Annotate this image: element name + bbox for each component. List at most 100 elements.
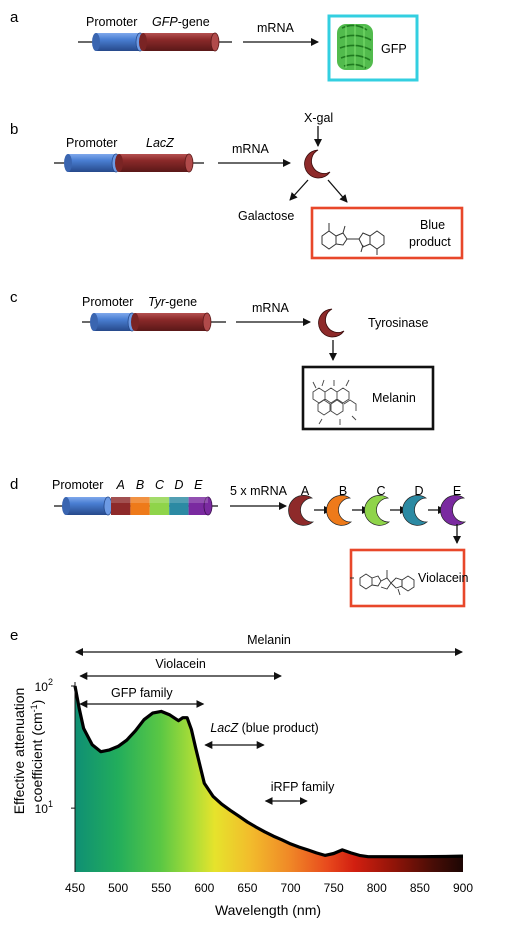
gene-segment-a bbox=[111, 497, 131, 515]
gene-cylinder bbox=[115, 153, 194, 173]
x-tick-label: 750 bbox=[324, 881, 344, 895]
panel-a: a Promoter GFP-gene mRNA GFP bbox=[10, 9, 419, 82]
y-axis-title-main: coefficient (cm bbox=[29, 712, 45, 802]
gene-segment-c bbox=[149, 497, 170, 515]
panel-c: c Promoter Tyr-gene mRNA Tyrosinase Mela… bbox=[10, 289, 435, 431]
enzyme-label-e: E bbox=[453, 484, 461, 498]
mrna-label: 5 x mRNA bbox=[230, 484, 288, 498]
indigo-structure-icon bbox=[321, 223, 385, 255]
y-axis-title-end: ) bbox=[29, 700, 45, 705]
mrna-label: mRNA bbox=[257, 21, 294, 35]
promoter-cylinder bbox=[64, 153, 121, 173]
enzyme-label-a: A bbox=[301, 484, 310, 498]
gene-name: GFP bbox=[152, 15, 178, 29]
x-tick-label: 850 bbox=[410, 881, 430, 895]
product-label: Violacein bbox=[418, 571, 469, 585]
panel-label-e: e bbox=[10, 627, 18, 644]
y-axis-title-line1: Effective attenuation bbox=[11, 688, 27, 815]
promoter-label: Promoter bbox=[82, 295, 133, 309]
enzyme-c-icon bbox=[364, 495, 391, 526]
operon-highlight bbox=[111, 497, 208, 503]
promoter-label: Promoter bbox=[66, 136, 117, 150]
gene-cylinder bbox=[139, 32, 220, 52]
range-label: GFP family bbox=[111, 686, 173, 700]
x-tick-label: 450 bbox=[65, 881, 85, 895]
panel-label-a: a bbox=[10, 9, 19, 26]
x-tick-label: 600 bbox=[194, 881, 214, 895]
enzyme-label-c: C bbox=[376, 484, 385, 498]
enzyme-e-icon bbox=[440, 495, 467, 526]
x-tick-label: 500 bbox=[108, 881, 128, 895]
x-axis-ticks: 450 500 550 600 650 700 750 800 850 900 bbox=[65, 881, 473, 895]
y-tick-label: 102 bbox=[35, 677, 53, 694]
panel-label-c: c bbox=[10, 289, 18, 306]
x-tick-label: 800 bbox=[367, 881, 387, 895]
product-box-gfp bbox=[327, 14, 419, 82]
x-tick-label: 900 bbox=[453, 881, 473, 895]
x-axis-title: Wavelength (nm) bbox=[215, 902, 321, 918]
gfp-barrel-structure bbox=[337, 24, 373, 70]
enzyme-b-icon bbox=[326, 495, 353, 526]
product-box-blue bbox=[310, 206, 464, 260]
product-box-melanin bbox=[301, 365, 435, 431]
gene-cylinder bbox=[131, 312, 212, 332]
panel-label-b: b bbox=[10, 121, 18, 138]
y-axis-title-exp: -1 bbox=[29, 704, 39, 712]
enzyme-cascade: A B C D E bbox=[288, 484, 467, 526]
gene-label: GFP-gene bbox=[152, 15, 210, 29]
product-label-line1: Blue bbox=[420, 218, 445, 232]
gene-segment-b bbox=[130, 497, 150, 515]
gene-suffix: -gene bbox=[165, 295, 197, 309]
product-label-line2: product bbox=[409, 235, 451, 249]
enzyme-a-icon bbox=[288, 495, 315, 526]
mrna-label: mRNA bbox=[232, 142, 269, 156]
gene-label-c: C bbox=[155, 478, 165, 492]
enzyme-label: Tyrosinase bbox=[368, 316, 428, 330]
promoter-cylinder bbox=[90, 312, 137, 332]
x-tick-label: 550 bbox=[151, 881, 171, 895]
gene-suffix: -gene bbox=[178, 15, 210, 29]
gene-label-b: B bbox=[136, 478, 144, 492]
x-tick-label: 700 bbox=[281, 881, 301, 895]
range-label: Melanin bbox=[247, 633, 291, 647]
violacein-structure-icon bbox=[350, 570, 415, 596]
operon-genes bbox=[111, 496, 213, 516]
product-label: Melanin bbox=[372, 391, 416, 405]
mrna-label: mRNA bbox=[252, 301, 289, 315]
gene-label: Tyr-gene bbox=[148, 295, 197, 309]
y-axis-title-line2: coefficient (cm-1) bbox=[29, 700, 45, 803]
gene-label-a: A bbox=[116, 478, 125, 492]
enzyme-d-icon bbox=[402, 495, 429, 526]
galactose-arrow bbox=[289, 179, 309, 201]
gene-name: Tyr bbox=[148, 295, 166, 309]
blue-product-arrow bbox=[327, 179, 348, 203]
range-label: Violacein bbox=[155, 657, 206, 671]
promoter-label: Promoter bbox=[52, 478, 103, 492]
substrate-label: X-gal bbox=[304, 111, 333, 125]
range-label: LacZ (blue product) bbox=[210, 721, 318, 735]
x-tick-label: 650 bbox=[237, 881, 257, 895]
tyrosinase-enzyme-icon bbox=[318, 308, 345, 338]
gene-label-e: E bbox=[194, 478, 203, 492]
promoter-cylinder bbox=[92, 32, 145, 52]
promoter-cylinder bbox=[62, 496, 113, 516]
melanin-structure-icon bbox=[312, 379, 357, 425]
gene-label-d: D bbox=[174, 478, 183, 492]
panel-b: b Promoter LacZ mRNA X-gal Galactose bbox=[10, 111, 464, 260]
product-label: GFP bbox=[381, 42, 407, 56]
attenuation-curve bbox=[73, 685, 464, 859]
attenuation-area bbox=[75, 686, 463, 872]
enzyme-label-d: D bbox=[414, 484, 423, 498]
operon-end-cap bbox=[203, 496, 213, 516]
lacz-enzyme-icon bbox=[304, 149, 331, 179]
promoter-label: Promoter bbox=[86, 15, 137, 29]
enzyme-label-b: B bbox=[339, 484, 347, 498]
gene-label: LacZ bbox=[146, 136, 174, 150]
gene-segment-d bbox=[169, 497, 189, 515]
